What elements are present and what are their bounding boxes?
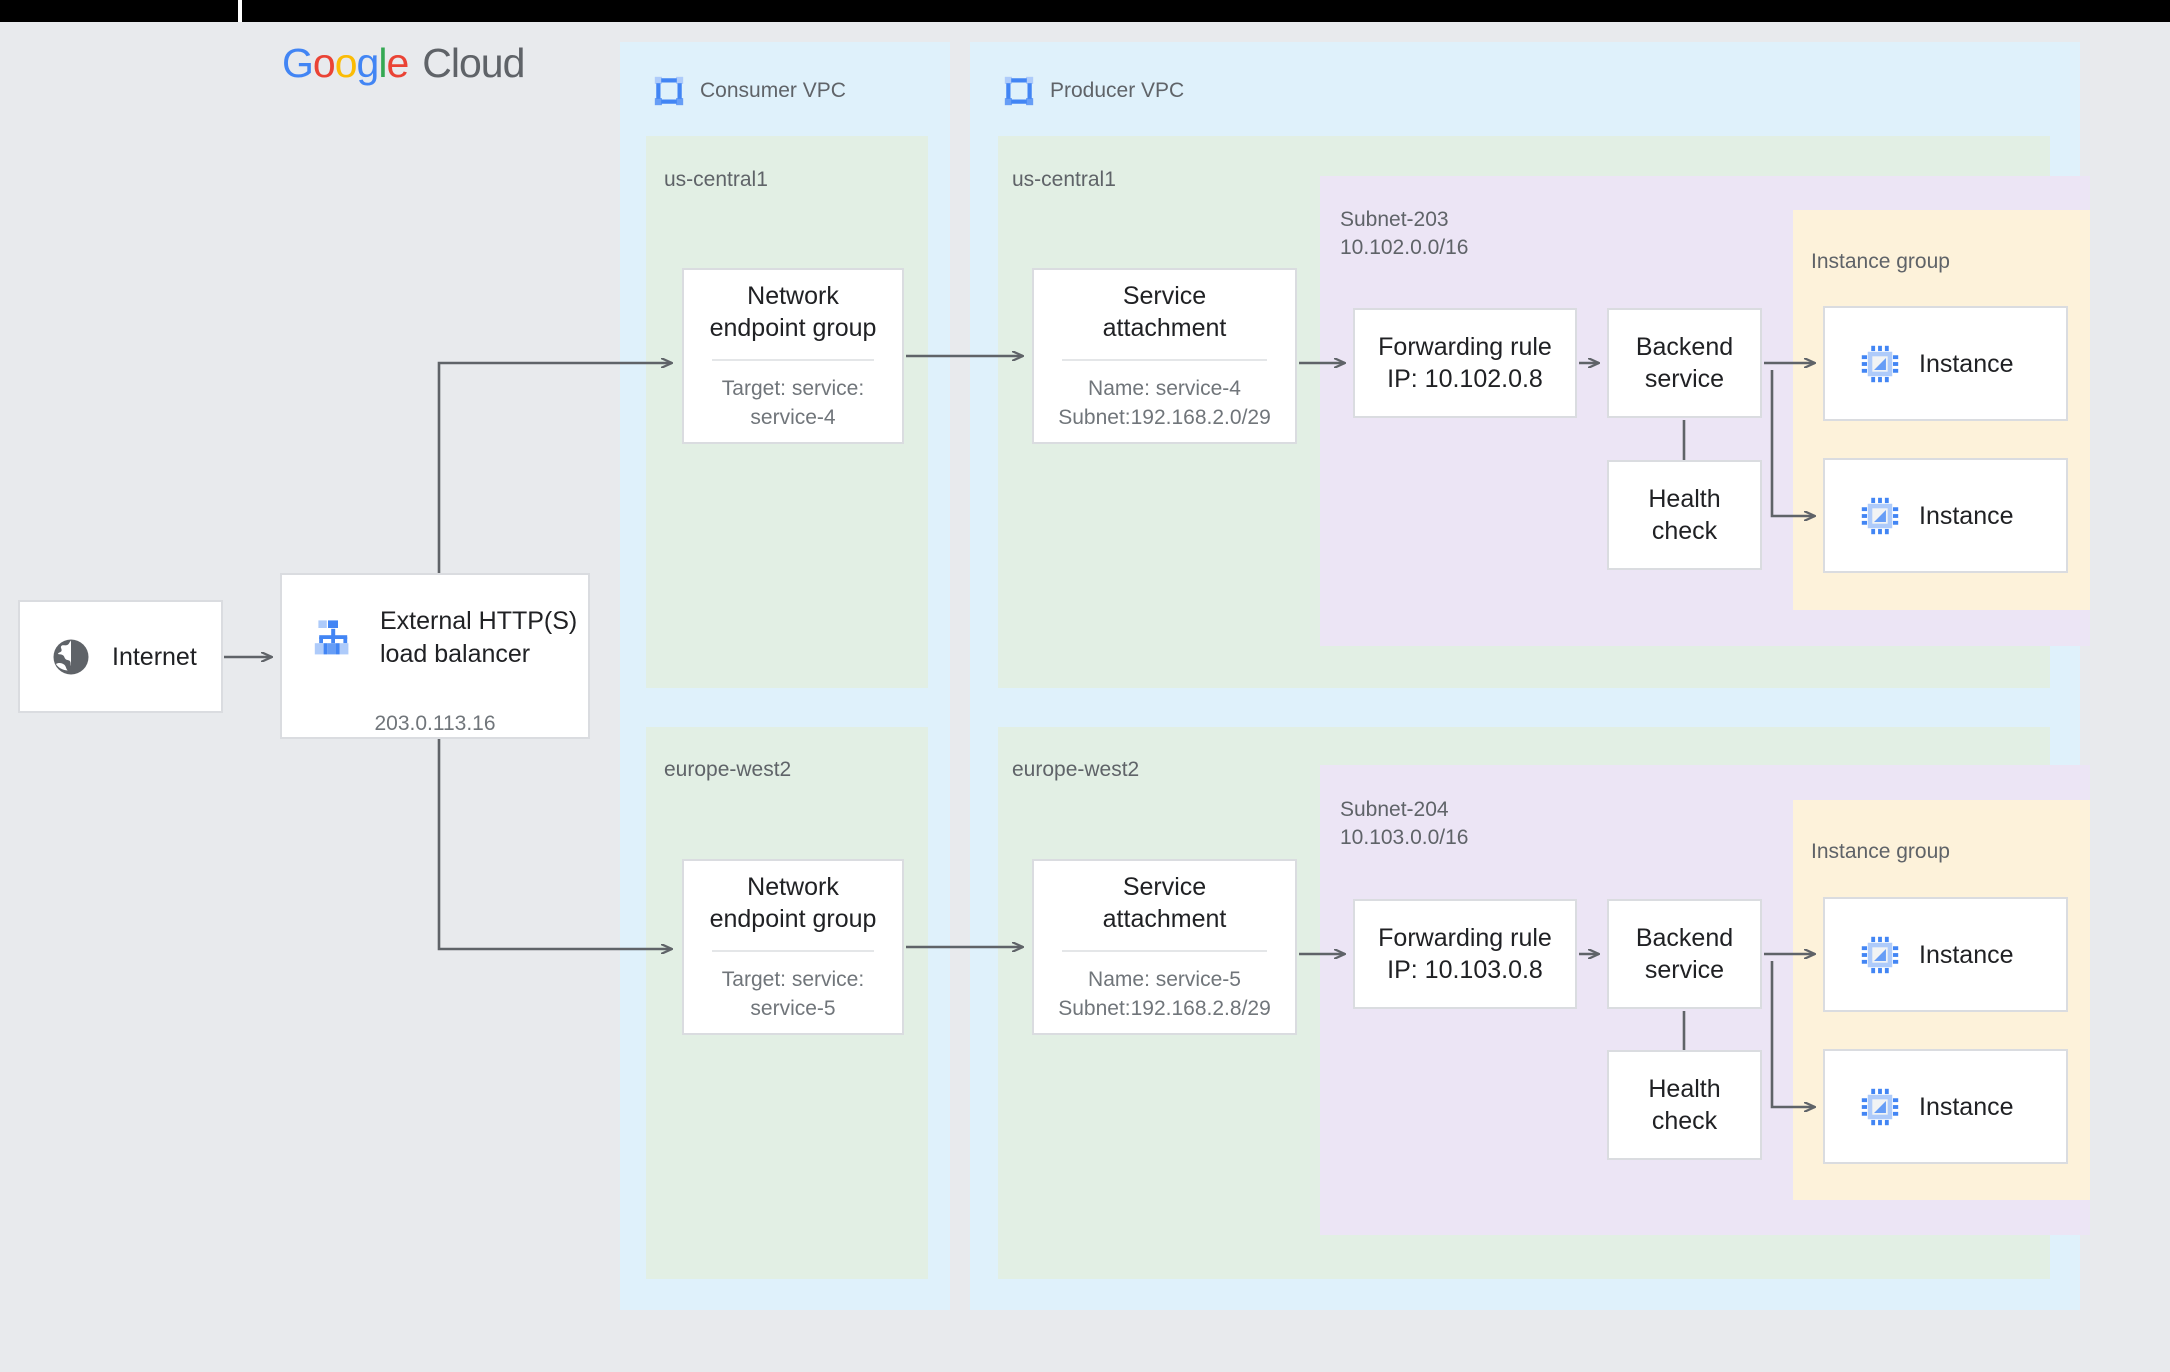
instance-us-central1-1[interactable]: Instance	[1823, 306, 2068, 421]
service-attachment-us-central1[interactable]: Service attachment Name: service-4 Subne…	[1032, 268, 1297, 444]
neg-title: Network endpoint group	[709, 282, 877, 343]
instance-label: Instance	[1919, 349, 2014, 378]
divider	[712, 359, 874, 362]
health-check-us-central1[interactable]: Health check	[1607, 460, 1762, 570]
forwarding-rule-europe-west2[interactable]: Forwarding rule IP: 10.103.0.8	[1353, 899, 1577, 1009]
logo-word-cloud: Cloud	[422, 40, 525, 86]
consumer-vpc-header: Consumer VPC	[652, 74, 846, 108]
globe-icon	[53, 639, 89, 674]
instance-europe-west2-1[interactable]: Instance	[1823, 897, 2068, 1012]
backend-service-us-central1[interactable]: Backend service	[1607, 308, 1762, 418]
consumer-region-us-central1-label: us-central1	[664, 168, 768, 191]
vpc-icon	[1004, 76, 1034, 106]
internet-label: Internet	[112, 642, 197, 671]
consumer-vpc-label: Consumer VPC	[700, 79, 846, 102]
producer-region-us-central1-label: us-central1	[1012, 168, 1116, 191]
service-attachment-subtitle: Name: service-5 Subnet:192.168.2.8/29	[1058, 968, 1271, 1020]
neg-title: Network endpoint group	[709, 873, 877, 934]
instance-group-europe-west2-label: Instance group	[1811, 840, 1950, 863]
load-balancer-icon	[314, 619, 349, 654]
internet-node[interactable]: Internet	[18, 600, 223, 713]
subnet-203-label: Subnet-203 10.102.0.0/16	[1340, 206, 1468, 261]
vpc-icon	[654, 76, 684, 106]
logo-letter-g2: g	[356, 40, 380, 86]
service-attachment-subtitle: Name: service-4 Subnet:192.168.2.0/29	[1058, 377, 1271, 429]
neg-subtitle: Target: service: service-4	[721, 377, 865, 429]
top-bar-notch	[238, 0, 242, 22]
service-attachment-title: Service attachment	[1102, 873, 1227, 934]
health-check-europe-west2[interactable]: Health check	[1607, 1050, 1762, 1160]
network-endpoint-group-us-central1[interactable]: Network endpoint group Target: service: …	[682, 268, 904, 444]
logo-letter-o1: o	[312, 40, 336, 86]
instance-label: Instance	[1919, 1092, 2014, 1121]
subnet-203-name: Subnet-203	[1340, 208, 1449, 231]
producer-vpc-label: Producer VPC	[1050, 79, 1185, 102]
subnet-204-name: Subnet-204	[1340, 798, 1449, 821]
health-check-title: Health check	[1648, 1075, 1721, 1135]
instance-icon	[1861, 497, 1899, 534]
load-balancer-title: External HTTP(S) load balancer	[380, 607, 578, 668]
google-cloud-logo: Google Cloud	[282, 40, 525, 87]
divider	[712, 950, 874, 953]
divider	[1062, 359, 1267, 362]
producer-vpc-header: Producer VPC	[1002, 74, 1184, 108]
instance-group-us-central1-label: Instance group	[1811, 250, 1950, 273]
instance-icon	[1861, 936, 1899, 973]
backend-service-europe-west2[interactable]: Backend service	[1607, 899, 1762, 1009]
load-balancer-header: External HTTP(S) load balancer	[282, 575, 588, 670]
subnet-203-cidr: 10.102.0.0/16	[1340, 235, 1469, 259]
logo-letter-o2: o	[334, 40, 358, 86]
logo-letter-g1: G	[282, 40, 314, 86]
subnet-204-cidr: 10.103.0.0/16	[1340, 825, 1469, 849]
divider	[1062, 950, 1267, 953]
instance-label: Instance	[1919, 940, 2014, 969]
forwarding-rule-title: Forwarding rule IP: 10.102.0.8	[1378, 333, 1552, 393]
service-attachment-europe-west2[interactable]: Service attachment Name: service-5 Subne…	[1032, 859, 1297, 1035]
producer-region-europe-west2-label: europe-west2	[1012, 758, 1140, 781]
service-attachment-title: Service attachment	[1102, 282, 1227, 343]
network-endpoint-group-europe-west2[interactable]: Network endpoint group Target: service: …	[682, 859, 904, 1035]
instance-label: Instance	[1919, 501, 2014, 530]
consumer-region-europe-west2-label: europe-west2	[664, 758, 792, 781]
subnet-204-label: Subnet-204 10.103.0.0/16	[1340, 796, 1468, 851]
logo-letter-l: l	[378, 40, 387, 86]
logo-letter-e: e	[386, 40, 409, 86]
load-balancer-ip: 203.0.113.16	[374, 712, 496, 735]
backend-service-title: Backend service	[1635, 924, 1734, 984]
health-check-title: Health check	[1648, 485, 1721, 545]
forwarding-rule-title: Forwarding rule IP: 10.103.0.8	[1378, 924, 1552, 984]
neg-subtitle: Target: service: service-5	[721, 968, 865, 1020]
instance-us-central1-2[interactable]: Instance	[1823, 458, 2068, 573]
top-black-bar	[0, 0, 2170, 22]
backend-service-title: Backend service	[1635, 333, 1734, 393]
load-balancer-node[interactable]: External HTTP(S) load balancer 203.0.113…	[280, 573, 590, 739]
forwarding-rule-us-central1[interactable]: Forwarding rule IP: 10.102.0.8	[1353, 308, 1577, 418]
instance-icon	[1861, 1088, 1899, 1125]
instance-europe-west2-2[interactable]: Instance	[1823, 1049, 2068, 1164]
instance-icon	[1861, 345, 1899, 382]
